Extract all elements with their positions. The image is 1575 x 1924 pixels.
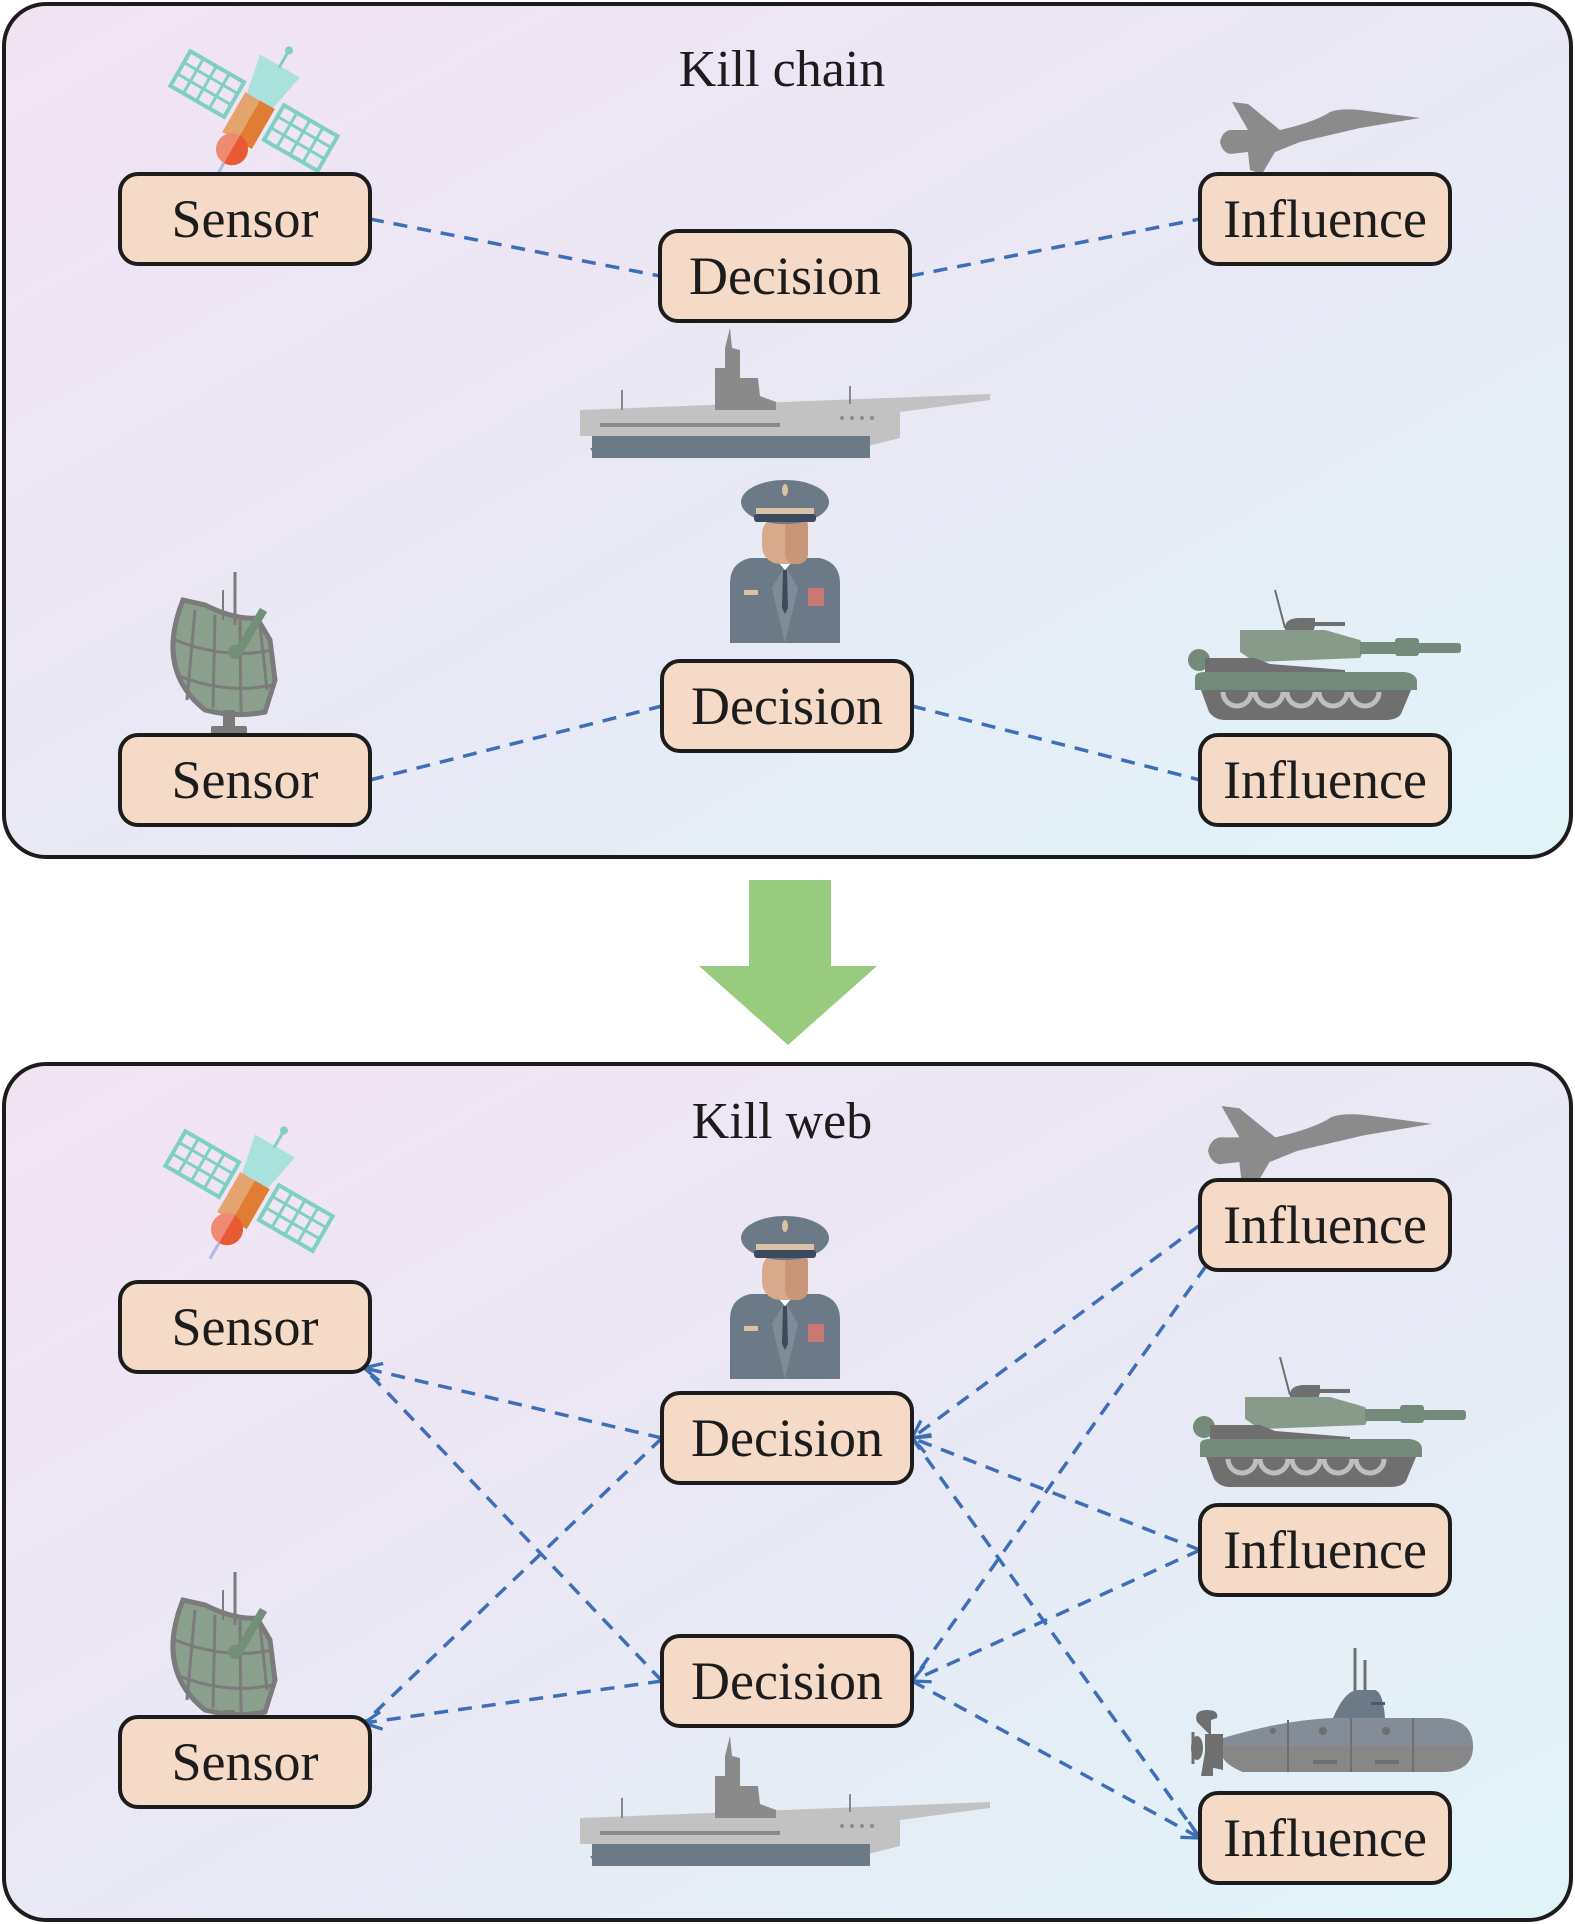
node-box xyxy=(660,659,914,753)
link-d2-s1 xyxy=(362,1366,664,1683)
sensor-node: Sensor xyxy=(118,1280,372,1374)
tank-icon xyxy=(1188,589,1461,720)
node-box xyxy=(1198,172,1452,266)
node-box xyxy=(658,229,912,323)
down-arrow-icon xyxy=(699,880,877,1045)
aircraft-carrier-icon xyxy=(580,1736,990,1866)
node-label: Decision xyxy=(689,246,881,306)
decision-node: Decision xyxy=(660,1391,914,1485)
link-d1-i3 xyxy=(910,1436,1202,1840)
node-box xyxy=(1198,1791,1452,1885)
link-i2-d1 xyxy=(912,1438,1201,1552)
panel-title: Kill chain xyxy=(679,41,886,98)
link-d2-i3 xyxy=(911,1679,1200,1838)
submarine-icon xyxy=(1191,1648,1473,1776)
influence-node: Influence xyxy=(1198,172,1452,266)
node-label: Sensor xyxy=(172,189,319,249)
node-label: Sensor xyxy=(172,1297,319,1357)
influence-node: Influence xyxy=(1198,1503,1452,1597)
link-d2-i2 xyxy=(911,704,1201,782)
panel-kill-chain: Kill chain xyxy=(2,2,1573,859)
fighter-jet-icon xyxy=(1220,102,1420,174)
node-box xyxy=(1198,1503,1452,1597)
sensor-node: Sensor xyxy=(118,733,372,827)
decision-node: Decision xyxy=(660,1634,914,1728)
link-d1-i1 xyxy=(909,217,1201,278)
node-label: Influence xyxy=(1223,750,1427,810)
node-box xyxy=(118,1280,372,1374)
influence-node: Influence xyxy=(1198,1791,1452,1885)
panel-kill-web: Kill web xyxy=(2,1062,1573,1922)
aircraft-carrier-icon xyxy=(580,328,990,458)
node-label: Decision xyxy=(691,1651,883,1711)
panel-frame xyxy=(2,1062,1573,1922)
satellite-icon xyxy=(167,46,341,180)
link-d1-s2 xyxy=(362,1436,664,1725)
influence-node: Influence xyxy=(1198,1178,1452,1272)
link-layer xyxy=(362,1223,1208,1840)
link-i2-d2 xyxy=(912,1548,1201,1681)
node-box xyxy=(1198,733,1452,827)
decision-node: Decision xyxy=(658,229,912,323)
influence-node: Influence xyxy=(1198,733,1452,827)
node-label: Sensor xyxy=(172,750,319,810)
node-box xyxy=(118,1715,372,1809)
commander-icon xyxy=(730,1216,840,1379)
link-d2-s2 xyxy=(364,1679,663,1723)
node-label: Decision xyxy=(691,1408,883,1468)
link-i1-d1 xyxy=(912,1223,1202,1438)
node-box xyxy=(660,1634,914,1728)
node-label: Sensor xyxy=(172,1732,319,1792)
node-box xyxy=(1198,1178,1452,1272)
node-label: Decision xyxy=(691,676,883,736)
link-s2-d2 xyxy=(369,704,663,782)
node-box xyxy=(118,733,372,827)
commander-icon xyxy=(730,480,840,643)
tank-icon xyxy=(1193,1356,1466,1487)
fighter-jet-icon xyxy=(1208,1106,1432,1187)
radar-dish-icon xyxy=(170,572,278,734)
sensor-node: Sensor xyxy=(118,172,372,266)
panel-title: Kill web xyxy=(692,1093,873,1150)
node-label: Influence xyxy=(1223,189,1427,249)
sensor-node: Sensor xyxy=(118,1715,372,1809)
satellite-icon xyxy=(162,1126,336,1260)
link-i1-d2 xyxy=(910,1264,1208,1683)
node-box xyxy=(118,172,372,266)
link-s1-d1 xyxy=(369,217,661,278)
node-label: Influence xyxy=(1223,1195,1427,1255)
node-box xyxy=(660,1391,914,1485)
node-label: Influence xyxy=(1223,1808,1427,1868)
node-label: Influence xyxy=(1223,1520,1427,1580)
link-d1-s1 xyxy=(364,1368,663,1440)
node-layer: SensorDecisionInfluenceSensorDecisionInf… xyxy=(118,172,1452,827)
node-layer: SensorSensorDecisionDecisionInfluenceInf… xyxy=(118,1178,1452,1885)
link-layer xyxy=(369,217,1201,782)
decision-node: Decision xyxy=(660,659,914,753)
